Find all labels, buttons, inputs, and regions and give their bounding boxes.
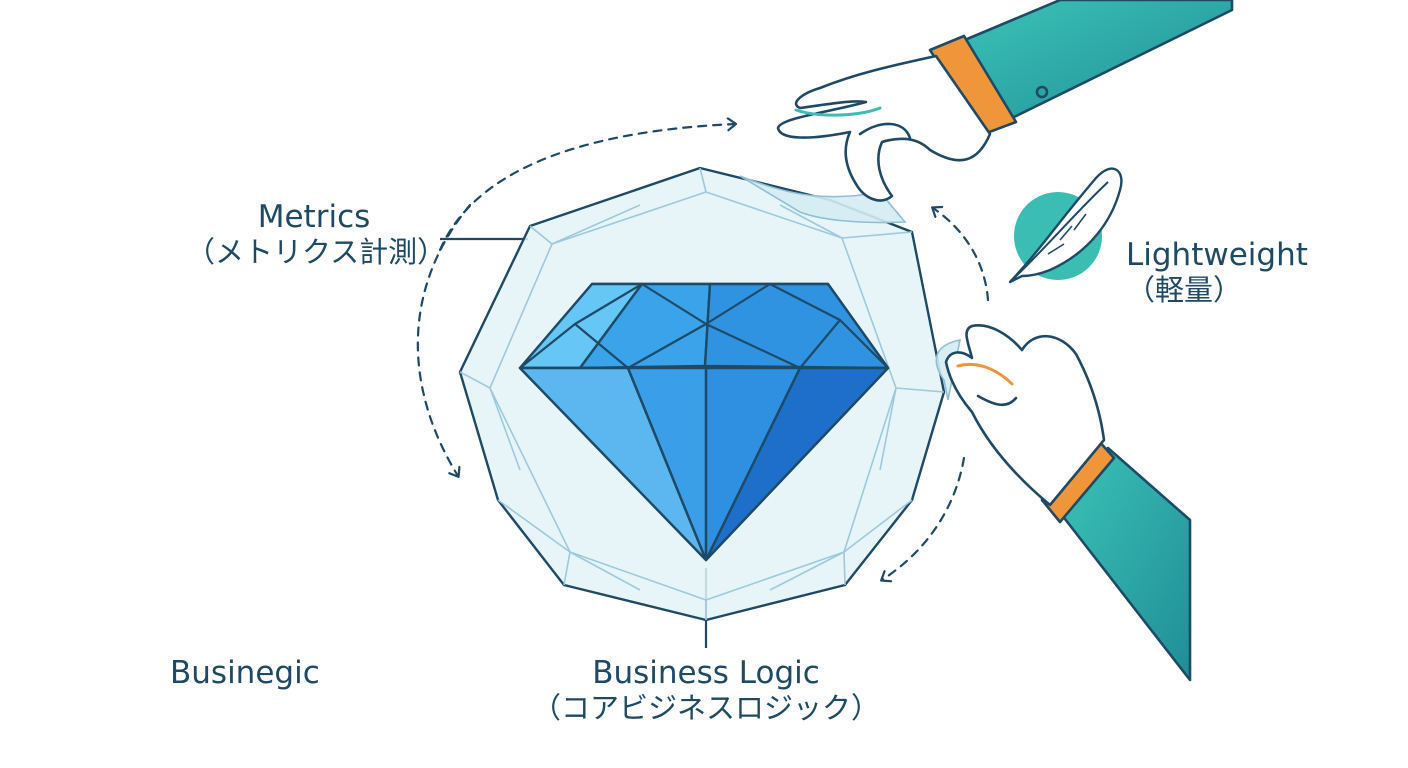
stray-label: Businegic (170, 655, 320, 692)
metrics-title: Metrics (257, 199, 371, 235)
cycle-arrows (416, 124, 990, 580)
core-title: Business Logic (592, 655, 820, 691)
metrics-label: Metrics （メトリクス計測） (186, 199, 447, 269)
core-subtitle: （コアビジネスロジック） (531, 690, 880, 725)
diamond-icon (518, 282, 890, 562)
core-label: Business Logic （コアビジネスロジック） (528, 655, 884, 725)
arrow-right-lower (882, 456, 966, 580)
lightweight-label: Lightweight （軽量） (1126, 237, 1308, 307)
hand-icon (944, 324, 1192, 682)
lightweight-subtitle: （軽量） (1126, 272, 1243, 307)
metrics-subtitle: （メトリクス計測） (186, 234, 447, 269)
arrow-right-upper (933, 208, 990, 302)
hand-icon (776, 0, 1234, 202)
lightweight-title: Lightweight (1126, 237, 1308, 273)
stray-text: Businegic (170, 655, 320, 691)
feather-icon (1008, 167, 1123, 284)
